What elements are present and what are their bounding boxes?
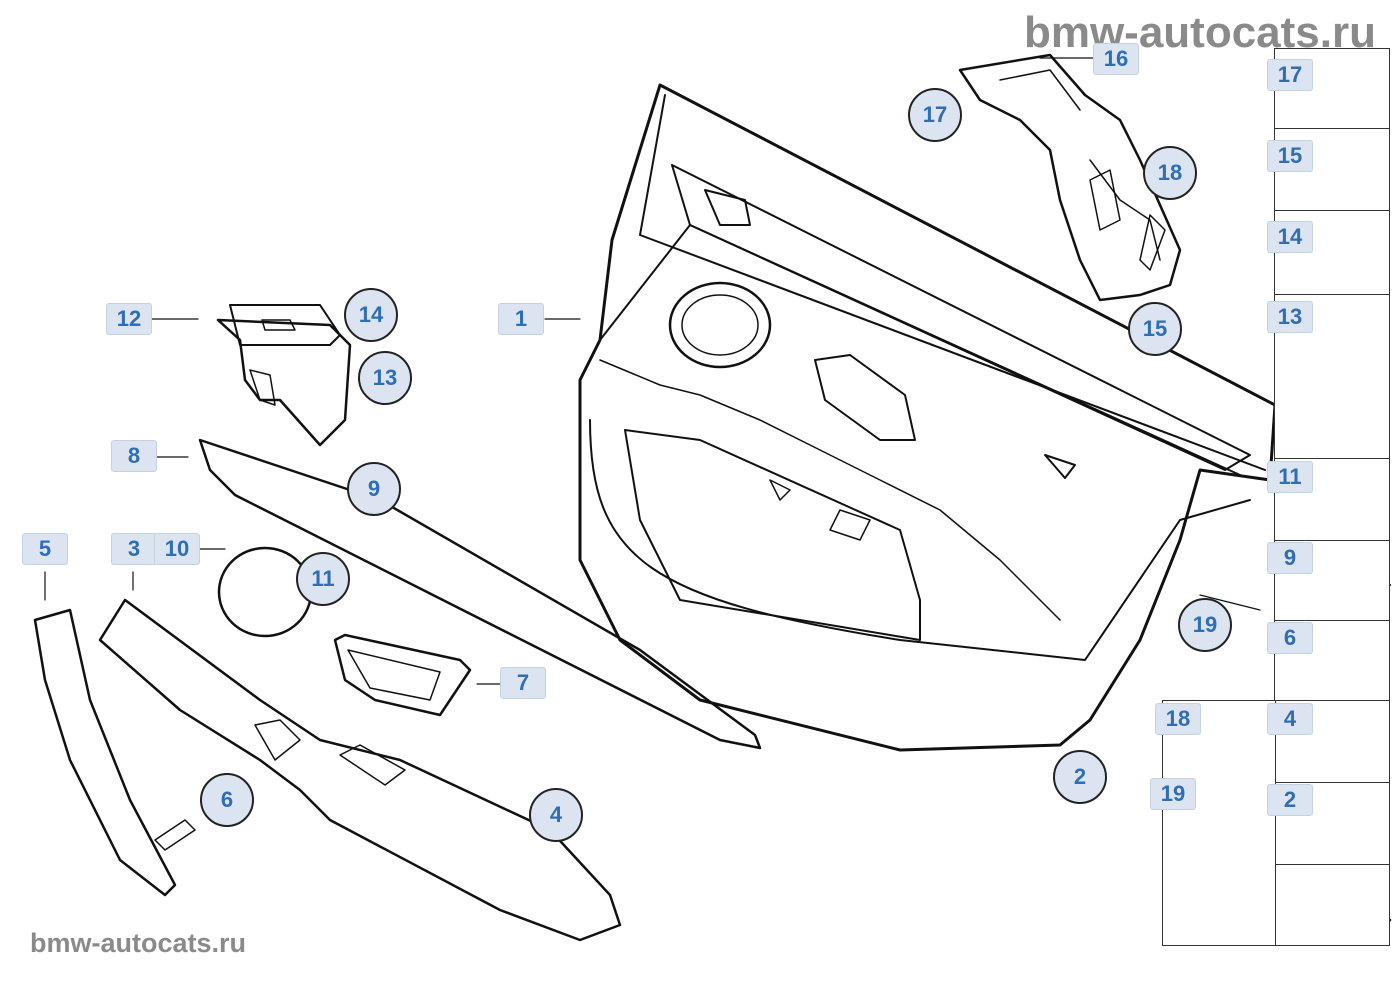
handle-housing-part-12 xyxy=(216,304,352,447)
side-callout-17[interactable]: 17 xyxy=(1267,59,1313,91)
callout-4[interactable]: 4 xyxy=(529,788,583,842)
side-callout-9[interactable]: 9 xyxy=(1267,542,1313,574)
callout-17[interactable]: 17 xyxy=(908,88,962,142)
callout-12[interactable]: 12 xyxy=(106,303,152,335)
door-trim-panel-part-1 xyxy=(578,83,1277,752)
callout-13[interactable]: 13 xyxy=(358,351,412,405)
callout-15[interactable]: 15 xyxy=(1128,302,1182,356)
trim-strip-part-8 xyxy=(198,438,762,750)
callout-5[interactable]: 5 xyxy=(22,533,68,565)
side-callout-11[interactable]: 11 xyxy=(1267,461,1313,493)
callout-6[interactable]: 6 xyxy=(200,773,254,827)
watermark-top: bmw-autocats.ru xyxy=(1023,8,1376,57)
grab-handle-part-5 xyxy=(33,608,196,897)
callout-2[interactable]: 2 xyxy=(1053,750,1107,804)
side-callout-2[interactable]: 2 xyxy=(1267,784,1313,816)
callout-19[interactable]: 19 xyxy=(1178,598,1232,652)
callout-8[interactable]: 8 xyxy=(111,440,157,472)
callout-9[interactable]: 9 xyxy=(347,462,401,516)
callout-18[interactable]: 18 xyxy=(1143,146,1197,200)
callout-16[interactable]: 16 xyxy=(1093,43,1139,75)
callout-14[interactable]: 14 xyxy=(344,288,398,342)
callout-3[interactable]: 3 xyxy=(111,533,157,565)
side-callout-18[interactable]: 18 xyxy=(1155,703,1201,735)
side-callout-6[interactable]: 6 xyxy=(1267,622,1313,654)
callout-11[interactable]: 11 xyxy=(296,552,350,606)
side-callout-15[interactable]: 15 xyxy=(1267,140,1313,172)
side-callout-19[interactable]: 19 xyxy=(1150,778,1196,810)
armrest-part-3-4 xyxy=(98,598,622,942)
side-panel-cell-arrow xyxy=(1274,864,1390,946)
side-panel-cell-18-19 xyxy=(1162,700,1276,946)
door-handle-part-7 xyxy=(333,633,472,717)
speaker-cover-part-10 xyxy=(217,546,313,638)
callout-7[interactable]: 7 xyxy=(500,667,546,699)
callout-1[interactable]: 1 xyxy=(498,303,544,335)
side-callout-4[interactable]: 4 xyxy=(1267,703,1313,735)
side-callout-13[interactable]: 13 xyxy=(1267,301,1313,333)
leader-lines xyxy=(44,57,1261,685)
side-callout-14[interactable]: 14 xyxy=(1267,221,1313,253)
callout-10[interactable]: 10 xyxy=(154,533,200,565)
bracket-part-16-18 xyxy=(958,53,1182,302)
watermark-bottom: bmw-autocats.ru xyxy=(30,928,247,958)
